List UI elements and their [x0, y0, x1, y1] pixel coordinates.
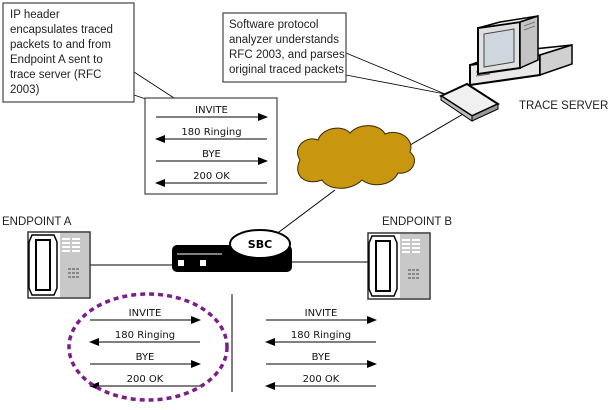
callout-line: Endpoint A sent to: [10, 54, 103, 66]
callout-line: encapsulates traced: [10, 24, 113, 36]
callout-b-pointer: [345, 52, 446, 95]
callout-line: Software protocol: [229, 19, 319, 31]
callout-line: IP header: [10, 9, 60, 21]
sbc-label: SBC: [248, 238, 272, 251]
trace-server-label: TRACE SERVER: [519, 100, 608, 112]
computer-icon: [438, 14, 573, 122]
phone-icon-endpoint-a: [27, 231, 91, 299]
message-label: INVITE: [305, 308, 338, 319]
message-180-ringing: 180 Ringing: [265, 330, 376, 346]
callout-line: 2003): [10, 84, 40, 96]
callout-line: original traced packets: [229, 64, 344, 76]
message-invite: INVITE: [266, 308, 377, 324]
callout-line: analyzer understands: [229, 34, 339, 46]
message-label: 180 Ringing: [181, 127, 241, 138]
callout-line: trace server (RFC: [10, 69, 101, 81]
message-label: BYE: [136, 352, 155, 363]
link-sbc-cloud: [274, 189, 336, 236]
message-200-ok: 200 OK: [265, 374, 376, 390]
message-bye: BYE: [156, 149, 268, 165]
callout-endpoint-a-note: IP header encapsulates traced packets to a…: [2, 2, 135, 103]
message-bye: BYE: [90, 352, 201, 368]
message-label: 200 OK: [127, 374, 164, 385]
callout-line: RFC 2003, and parses: [229, 49, 345, 61]
message-label: 180 Ringing: [115, 330, 175, 341]
message-invite: INVITE: [90, 308, 201, 324]
message-label: BYE: [312, 352, 331, 363]
message-200-ok: 200 OK: [89, 374, 200, 390]
message-bye: BYE: [266, 352, 377, 368]
message-180-ringing: 180 Ringing: [155, 127, 267, 143]
message-label: INVITE: [195, 105, 228, 116]
network-cloud: [297, 125, 415, 189]
callout-line: packets to and from: [10, 39, 111, 51]
endpoint-b-label: ENDPOINT B: [382, 216, 452, 228]
sbc-device: SBC: [172, 229, 292, 272]
endpoint-a-label: ENDPOINT A: [2, 216, 72, 228]
message-180-ringing: 180 Ringing: [89, 330, 200, 346]
message-label: 180 Ringing: [291, 330, 351, 341]
phone-icon-endpoint-b: [367, 232, 431, 300]
message-label: 200 OK: [193, 171, 230, 182]
highlight-ellipse: [67, 292, 229, 402]
message-200-ok: 200 OK: [155, 171, 267, 187]
link-cloud-server: [404, 109, 471, 149]
message-label: 200 OK: [303, 374, 340, 385]
message-label: INVITE: [129, 308, 162, 319]
message-invite: INVITE: [156, 105, 268, 121]
message-label: BYE: [202, 149, 221, 160]
